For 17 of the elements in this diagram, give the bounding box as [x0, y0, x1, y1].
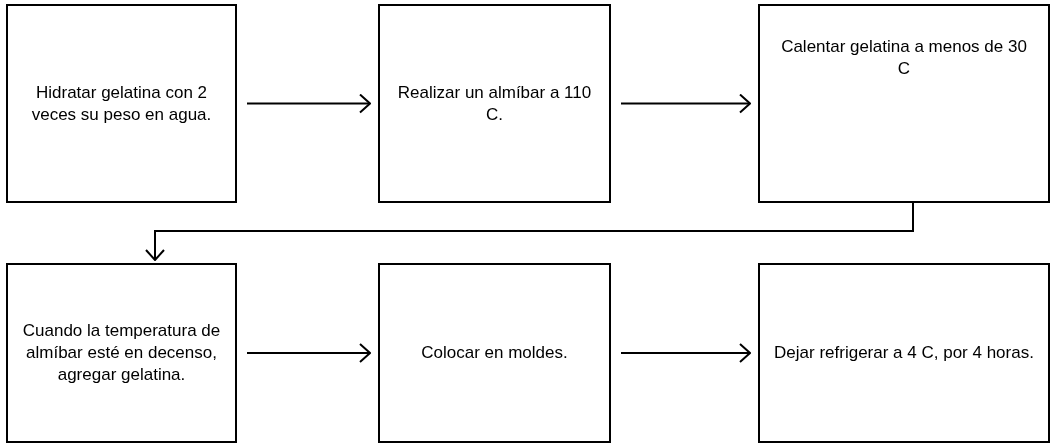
process-box: [758, 4, 1050, 203]
step-text: Cuando la temperatura de almíbar esté en decenso, agregar gelatina.: [22, 320, 221, 386]
arrow: [246, 93, 371, 114]
step-text: Dejar refrigerar a 4 C, por 4 horas.: [774, 342, 1034, 364]
process-box: [6, 4, 237, 203]
arrow: [246, 343, 371, 363]
process-box: [6, 263, 237, 443]
arrow: [620, 343, 751, 363]
process-box: [378, 263, 611, 443]
process-box: [378, 4, 611, 203]
step-text: Colocar en moldes.: [421, 342, 568, 364]
step-text: Realizar un almíbar a 110 C.: [396, 81, 593, 126]
process-box: [758, 263, 1050, 443]
arrow: [620, 93, 751, 114]
step-text: Calentar gelatina a menos de 30 C: [780, 36, 1028, 80]
step-text: Hidratar gelatina con 2 veces su peso en agua.: [30, 81, 213, 126]
arrow: [145, 202, 914, 261]
